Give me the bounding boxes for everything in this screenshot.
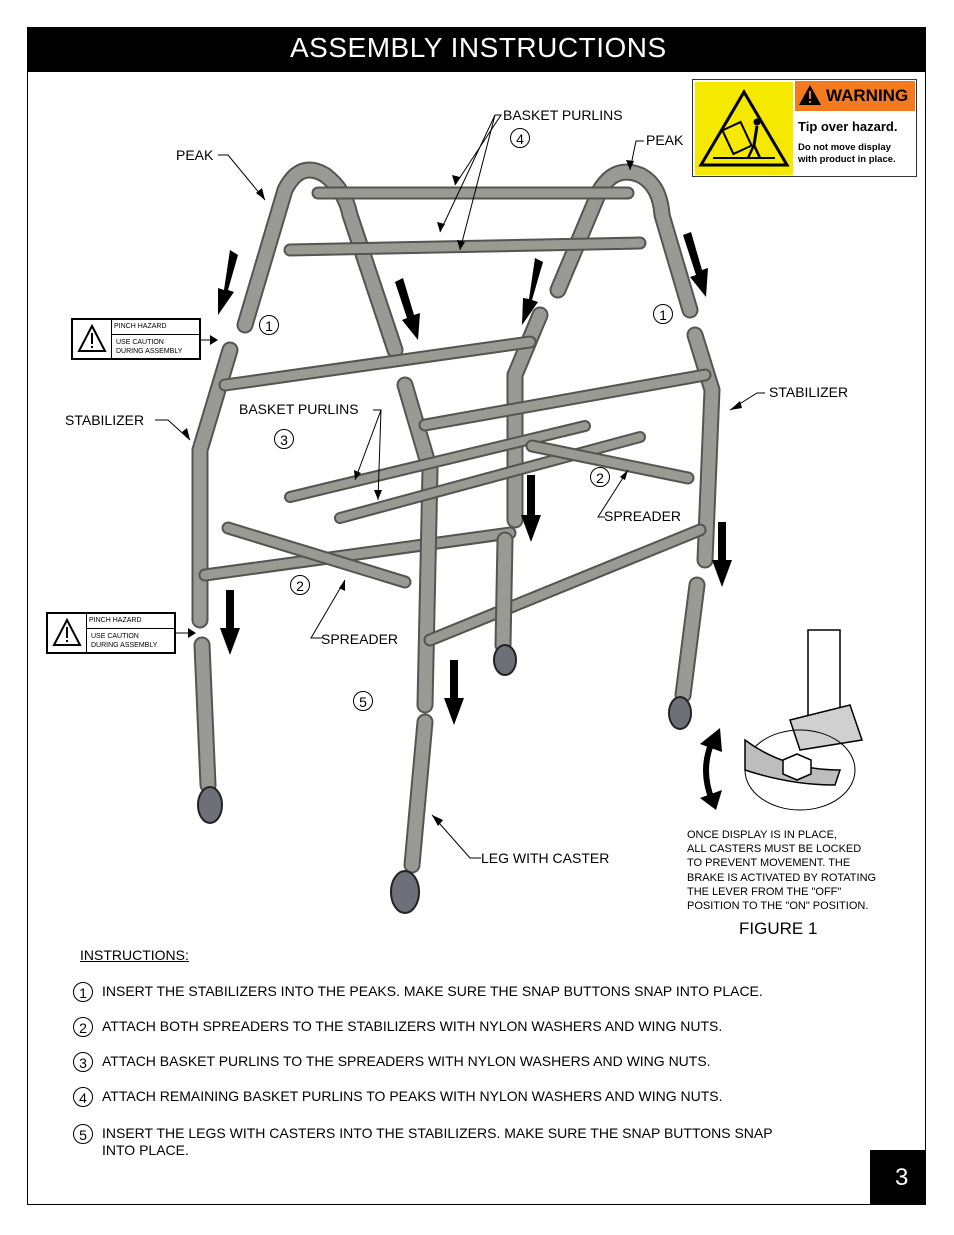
step-number: 1 [73,982,93,1002]
label-spreader-left: SPREADER [321,631,399,647]
figure-label: FIGURE 1 [739,919,818,938]
step-text: ATTACH BOTH SPREADERS TO THE STABILIZERS… [102,1018,723,1034]
caster-wheels [197,644,692,914]
leader-arrowheads [182,160,742,826]
assembly-arrows [218,232,732,725]
rotate-arrow-icon [700,728,722,810]
hazard-triangle-icon [77,324,107,352]
label-basket-purlins-mid: BASKET PURLINS [239,401,359,417]
page-title: ASSEMBLY INSTRUCTIONS [290,32,667,63]
top-purlins [283,186,647,257]
callout-1-left: 1 [259,315,279,335]
step-text: INSERT THE LEGS WITH CASTERS INTO THE ST… [102,1125,773,1158]
label-stabilizer-left: STABILIZER [65,412,145,428]
step-number: 4 [73,1087,93,1107]
caster-lock-note: ONCE DISPLAY IS IN PLACE, ALL CASTERS MU… [687,829,877,913]
callout-2-right: 2 [590,467,610,487]
callout-1-right: 1 [653,304,673,324]
step-text: ATTACH REMAINING BASKET PURLINS TO PEAKS… [102,1088,723,1104]
label-stabilizer-right: STABILIZER [769,384,849,400]
label-peak-left: PEAK [176,147,214,163]
hazard-triangle-icon [52,618,82,646]
warning-heading: WARNING [826,86,909,105]
pinch-hazard-text: PINCH HAZARD [114,323,167,330]
peak-right-tube [549,163,699,319]
callout-3: 3 [274,429,294,449]
instructions-heading: INSTRUCTIONS: [80,947,189,963]
callout-5: 5 [353,691,373,711]
legs-with-casters [193,531,706,874]
use-caution-text: USE CAUTION DURING ASSEMBLY [116,339,183,355]
warning-subtitle: Do not move display with product in plac… [798,142,896,165]
spreaders [221,439,695,589]
page-number-tab [870,1150,926,1205]
pinch-hazard-text: PINCH HAZARD [89,617,142,624]
stabilizer-right-tube [396,326,721,714]
header-bar [27,27,926,72]
step-number: 2 [73,1017,93,1037]
label-spreader-right: SPREADER [604,508,682,524]
pinch-hazard-label-lower: PINCH HAZARD USE CAUTION DURING ASSEMBLY [46,612,176,654]
label-basket-purlins-top: BASKET PURLINS [503,107,623,123]
page-number: 3 [895,1164,909,1191]
callout-2-left: 2 [290,575,310,595]
peak-left-tube [236,161,404,359]
step-number: 3 [73,1052,93,1072]
leader-lines [155,114,765,859]
step-text: INSERT THE STABILIZERS INTO THE PEAKS. M… [102,983,763,999]
step-number: 5 [73,1124,93,1144]
callout-4: 4 [510,128,530,148]
label-leg-with-caster: LEG WITH CASTER [481,850,610,866]
step-text: ATTACH BASKET PURLINS TO THE SPREADERS W… [102,1053,711,1069]
warning-title: Tip over hazard. [798,119,898,134]
use-caution-text: USE CAUTION DURING ASSEMBLY [91,633,158,649]
label-peak-right: PEAK [646,132,684,148]
pinch-hazard-label-upper: PINCH HAZARD USE CAUTION DURING ASSEMBLY [71,318,201,360]
mid-purlins [284,420,646,524]
